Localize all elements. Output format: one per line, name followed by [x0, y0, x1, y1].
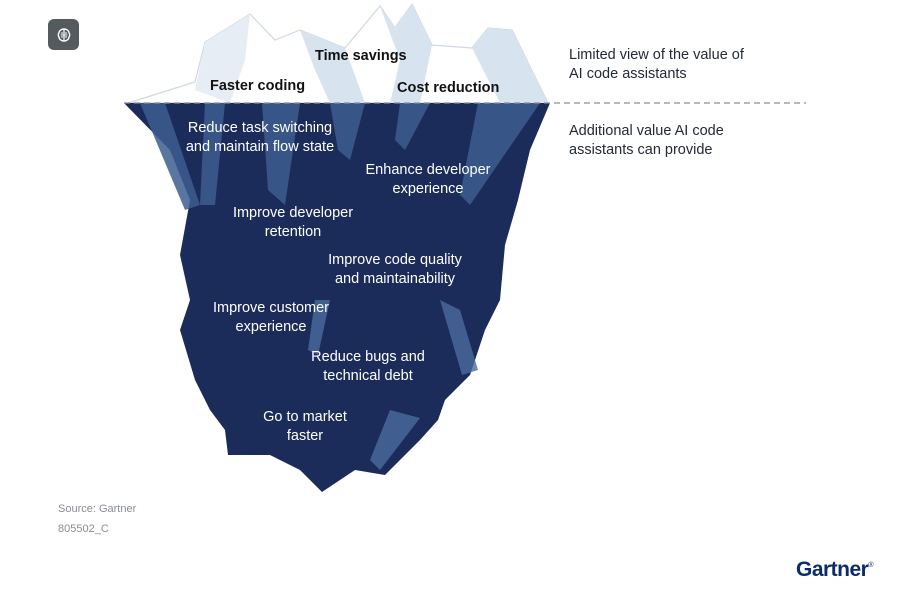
iceberg-streak: [140, 103, 200, 210]
iceberg-streak: [395, 103, 430, 150]
iceberg-tip-facet: [195, 14, 250, 103]
iceberg-streak: [370, 410, 420, 470]
source-text: Source: Gartner: [58, 503, 137, 515]
logo-mark: ®: [868, 562, 874, 569]
iceberg-streak: [440, 300, 478, 375]
figure-id: 805502_C: [58, 523, 109, 535]
iceberg-streak: [200, 103, 225, 205]
logo-text: Gartner: [796, 558, 869, 581]
gartner-logo: Gartner®: [796, 558, 873, 582]
brain-button[interactable]: [48, 19, 79, 50]
label-time-savings: Time savings: [315, 48, 407, 64]
iceberg-tip-facet: [472, 28, 548, 103]
label-cost-reduction: Cost reduction: [397, 80, 500, 96]
iceberg-body: [124, 103, 550, 492]
iceberg-streak: [262, 103, 300, 205]
iceberg-streak: [330, 103, 365, 160]
brain-icon: [57, 27, 70, 42]
iceberg-tip-facet: [380, 4, 432, 103]
iceberg-tip-facet: [300, 30, 365, 103]
iceberg-streak: [308, 300, 330, 355]
iceberg-streak: [460, 103, 540, 205]
label-faster-coding: Faster coding: [210, 78, 306, 94]
